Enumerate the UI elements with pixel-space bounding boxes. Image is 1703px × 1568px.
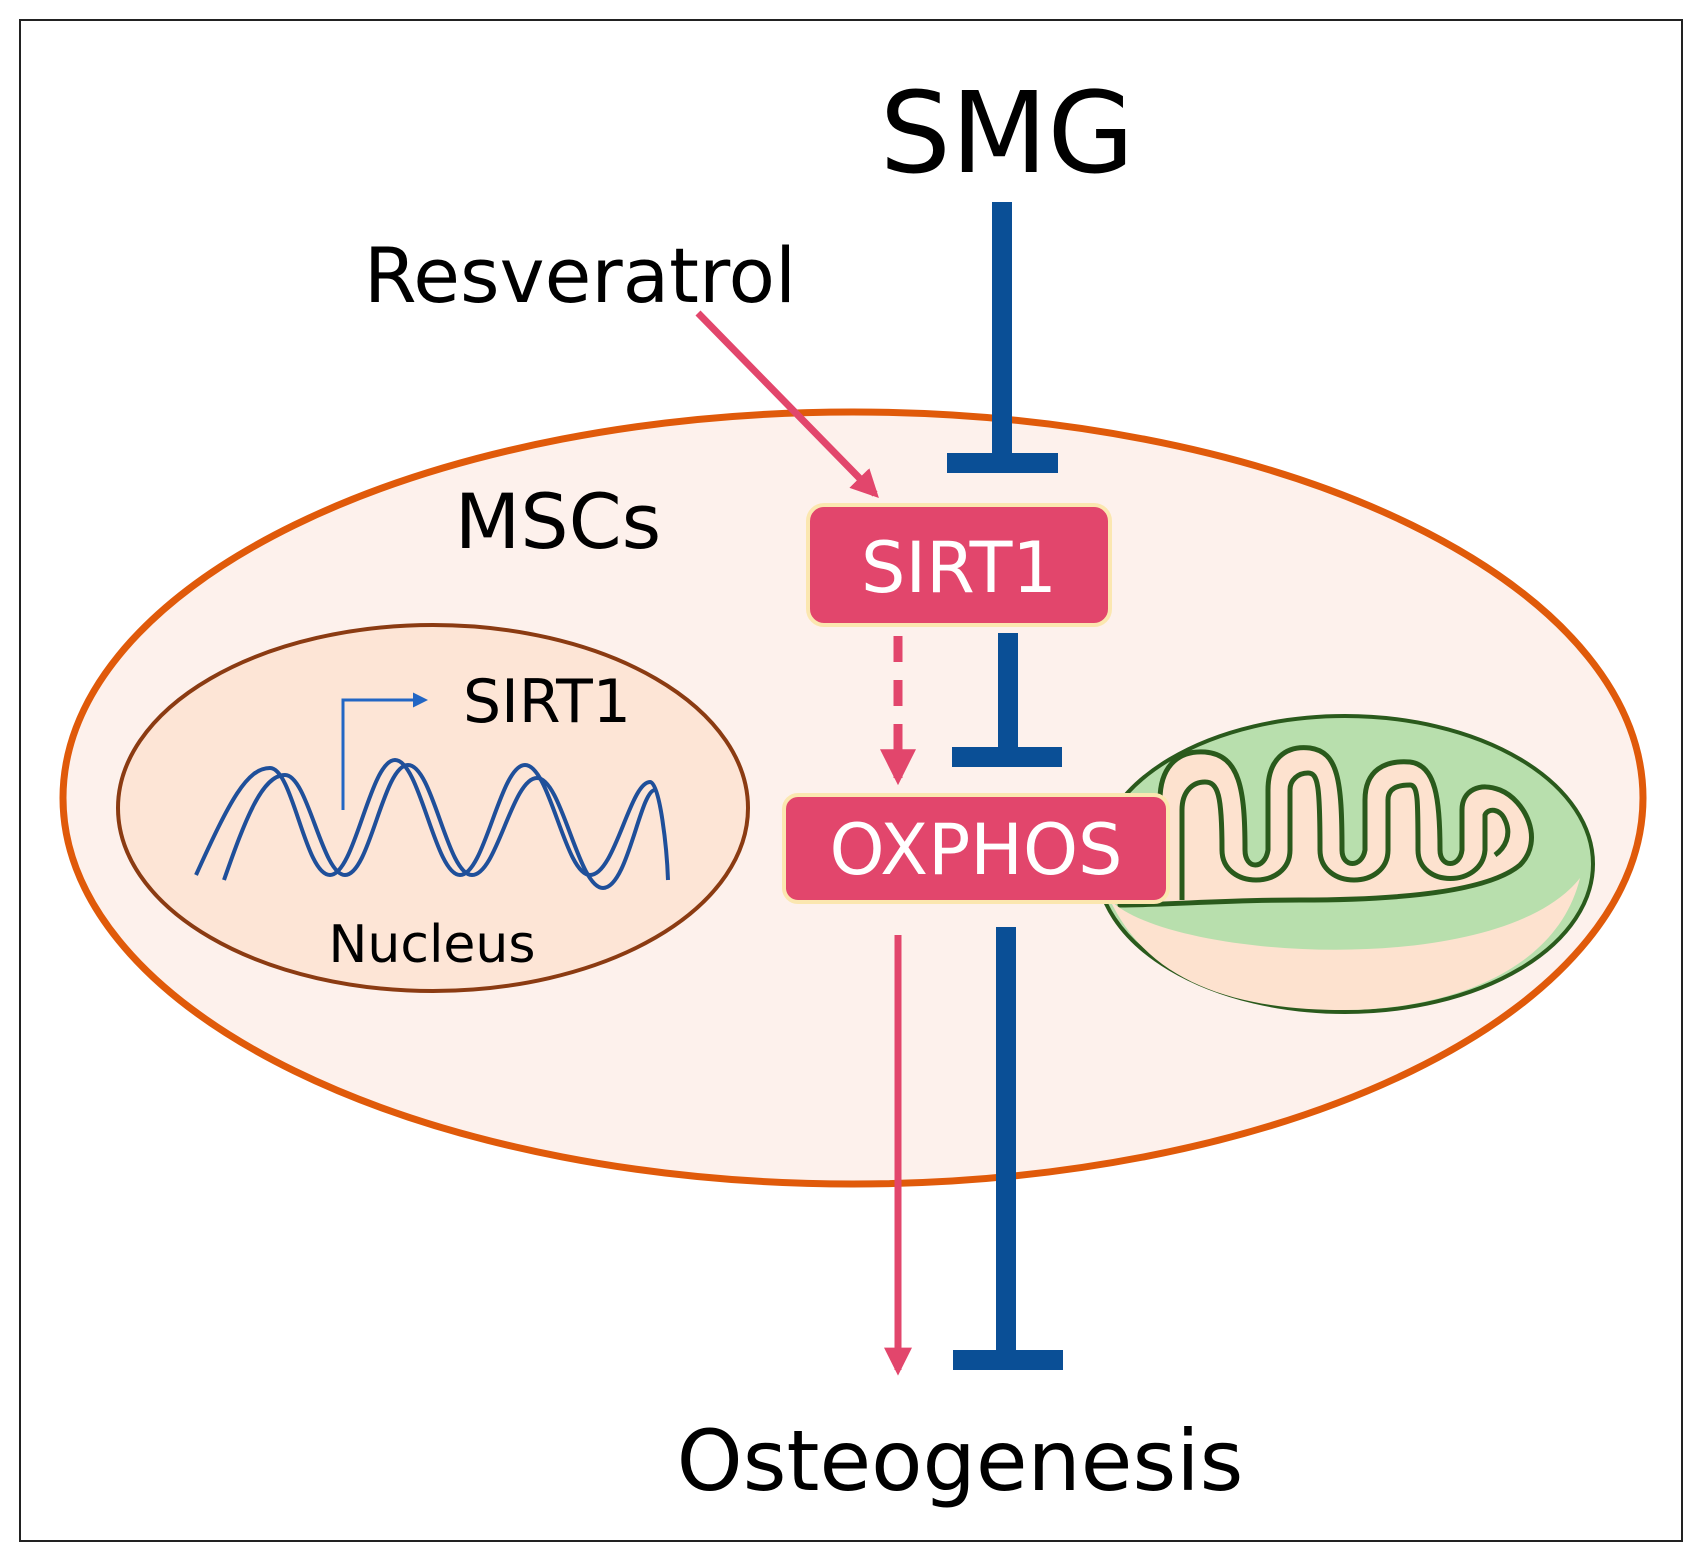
oxphos-box-label: OXPHOS xyxy=(830,809,1123,891)
resveratrol-arrow xyxy=(695,310,879,499)
mscs-label: MSCs xyxy=(455,477,661,566)
smg-label: SMG xyxy=(880,69,1135,199)
nucleus-membrane xyxy=(116,623,750,993)
oxphos-box xyxy=(782,793,1170,904)
dna-helix-icon xyxy=(194,757,670,891)
sirt1-box xyxy=(806,503,1112,627)
sirt1-gene-label: SIRT1 xyxy=(463,667,631,737)
promoter-arrow-icon xyxy=(341,692,428,810)
sirt1-box-label: SIRT1 xyxy=(861,527,1057,609)
osteogenesis-label: Osteogenesis xyxy=(677,1412,1244,1510)
mitochondrion-icon xyxy=(1095,714,1595,1014)
resveratrol-label: Resveratrol xyxy=(364,231,796,320)
nucleus-label: Nucleus xyxy=(329,915,536,975)
